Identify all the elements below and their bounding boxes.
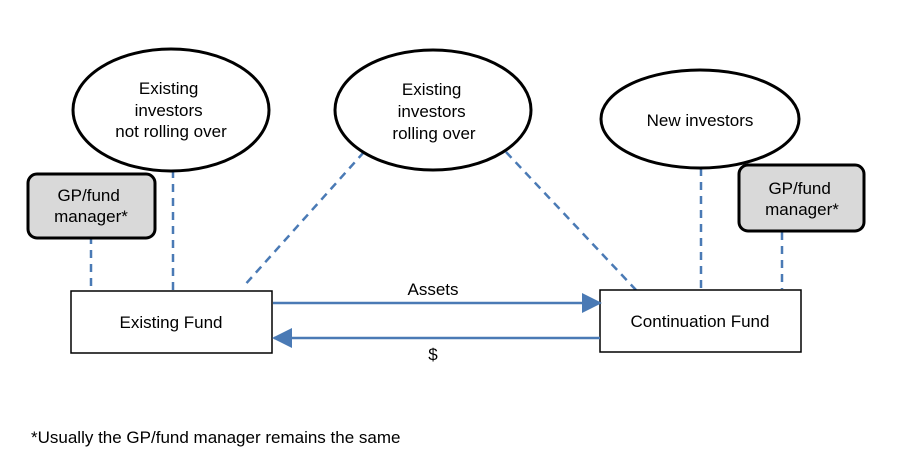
node-new-investors: New investors — [599, 68, 801, 170]
gp-left-line-2: manager* — [54, 207, 128, 226]
connector-rolling-to-existing-fund — [242, 151, 365, 288]
node-existing-investors-rolling: Existing investors rolling over — [333, 48, 533, 172]
node-continuation-fund: Continuation Fund — [599, 289, 802, 353]
new-investors-line-1: New investors — [647, 111, 754, 130]
svg-text:GP/fund manager*: GP/fund manager* — [765, 179, 839, 219]
node-gp-fund-manager-right: GP/fund manager* — [737, 163, 866, 233]
gp-right-line-2: manager* — [765, 200, 839, 219]
rolling-line-2: investors — [398, 102, 466, 121]
rolling-line-3: rolling over — [392, 124, 475, 143]
rolling-line-1: Existing — [402, 80, 462, 99]
cash-label: $ — [428, 345, 438, 364]
not-rolling-line-1: Existing — [139, 79, 199, 98]
connector-rolling-to-continuation-fund — [505, 151, 637, 291]
continuation-fund-label: Continuation Fund — [631, 312, 770, 331]
assets-label: Assets — [407, 280, 458, 299]
gp-right-line-1: GP/fund — [768, 179, 830, 198]
existing-fund-label: Existing Fund — [120, 313, 223, 332]
footnote: *Usually the GP/fund manager remains the… — [31, 428, 401, 447]
node-existing-investors-not-rolling: Existing investors not rolling over — [71, 47, 271, 173]
not-rolling-line-3: not rolling over — [115, 122, 227, 141]
svg-text:Existing investors: Existing investors rolling over — [392, 80, 475, 143]
gp-left-line-1: GP/fund — [57, 186, 119, 205]
svg-text:New investors: New investors — [647, 111, 754, 130]
node-gp-fund-manager-left: GP/fund manager* — [26, 172, 157, 240]
node-existing-fund: Existing Fund — [70, 290, 273, 354]
svg-text:GP/fund manager*: GP/fund manager* — [54, 186, 128, 226]
svg-text:Existing investors: Existing investors not rolling over — [115, 79, 227, 141]
not-rolling-line-2: investors — [135, 101, 203, 120]
